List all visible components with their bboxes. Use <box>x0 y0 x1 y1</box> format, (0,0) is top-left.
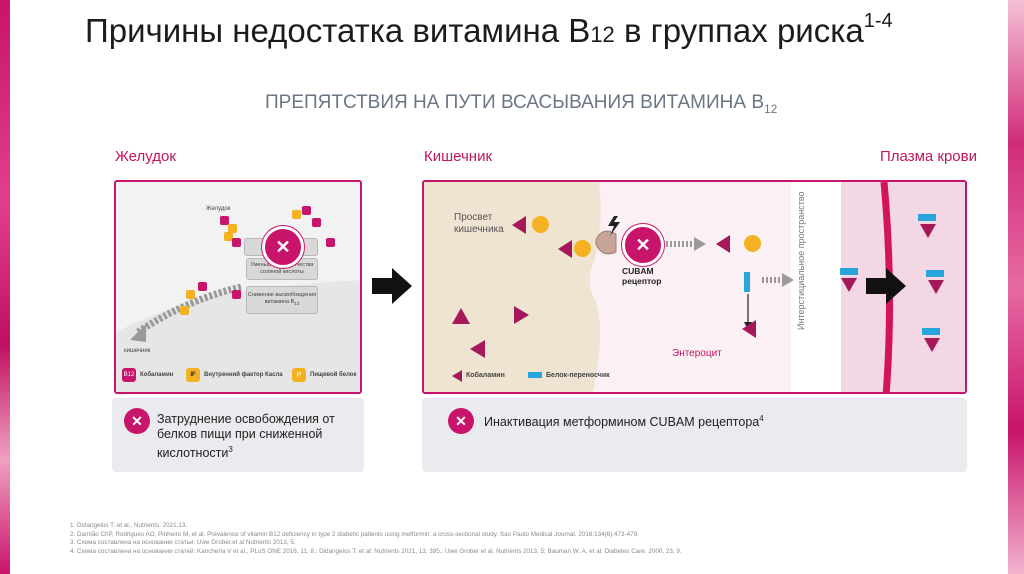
cobalamin-triangle <box>512 216 526 234</box>
block-x-icon-info1: ✕ <box>124 408 150 434</box>
info-box-stomach <box>112 398 364 472</box>
b12-molecule-icon <box>302 206 311 215</box>
cobalamin-triangle <box>558 240 572 258</box>
carrier-protein-bar <box>840 268 858 275</box>
intrinsic-factor-circle <box>574 240 591 257</box>
legend-cobalamin: Кобаламин <box>140 372 174 378</box>
food-protein-legend-icon: P <box>292 368 306 382</box>
arrow-right-icon <box>866 268 906 304</box>
info-box-intestine <box>422 398 967 472</box>
column-header-plasma: Плазма крови <box>880 148 978 165</box>
block-x-icon-cubam: ✕ <box>622 224 664 266</box>
legend-cobalamin-icon <box>452 370 462 382</box>
carrier-protein-bar <box>918 214 936 221</box>
protein-icon <box>228 224 237 233</box>
b12-molecule-icon <box>326 238 335 247</box>
reference-item: 3. Схема составлена на основании статьи:… <box>70 539 296 546</box>
stomach-illustration <box>116 182 360 392</box>
reference-item: 1. Didangelos T. et al., Nutrients. 2021… <box>70 522 188 529</box>
box-less-release: Снижение высвобождения витамина B12 <box>246 286 318 314</box>
cobalamin-triangle <box>452 308 470 324</box>
legend-carrier-icon <box>528 372 542 378</box>
info-text-stomach: Затруднение освобождения от белков пищи … <box>157 412 335 461</box>
cobalamin-triangle <box>920 224 936 238</box>
b12-molecule-icon <box>198 282 207 291</box>
reference-item: 4. Схема составлена на основании статей:… <box>70 547 682 555</box>
intestine-label-small: кишечник <box>124 348 151 354</box>
reference-item: 2. Damião ChP, Rodrigues AO, Pinheiro M,… <box>70 530 639 538</box>
stomach-label: Желудок <box>206 206 231 212</box>
carrier-protein-bar <box>926 270 944 277</box>
b12-molecule-icon <box>232 290 241 299</box>
interstitial-label: Интерстициальное пространство <box>796 191 806 330</box>
cobalamin-triangle <box>716 235 730 253</box>
column-header-intestine: Кишечник <box>424 148 493 165</box>
info-text-intestine: Инактивация метформином CUBAM рецептора4 <box>484 414 764 430</box>
carrier-protein-bar <box>744 272 750 292</box>
column-header-stomach: Желудок <box>115 148 176 165</box>
cobalamin-triangle <box>742 320 756 338</box>
legend-intrinsic-factor: Внутренний фактор Касла <box>204 372 283 378</box>
protein-icon <box>186 290 195 299</box>
left-brush-decoration <box>0 0 10 574</box>
diagram-subtitle: ПРЕПЯТСТВИЯ НА ПУТИ ВСАСЫВАНИЯ ВИТАМИНА … <box>265 92 778 116</box>
cobalamin-triangle <box>470 340 485 358</box>
cobalamin-triangle <box>928 280 944 294</box>
block-x-icon-stomach: ✕ <box>262 226 304 268</box>
intrinsic-factor-circle <box>532 216 549 233</box>
carrier-protein-bar <box>922 328 940 335</box>
cobalamin-triangle <box>514 306 529 324</box>
b12-molecule-icon <box>220 216 229 225</box>
legend-carrier: Белок-переносчик <box>546 372 610 379</box>
b12-molecule-icon <box>232 238 241 247</box>
legend-cobalamin-intestine: Кобаламин <box>466 372 505 379</box>
protein-icon <box>224 232 233 241</box>
block-x-icon-info2: ✕ <box>448 408 474 434</box>
protein-icon <box>292 210 301 219</box>
cubam-label: CUBAM рецептор <box>622 266 662 286</box>
intrinsic-factor-legend-icon: IF <box>186 368 200 382</box>
page-title: Причины недостатка витамина B12 в группа… <box>85 10 893 49</box>
right-brush-decoration <box>1008 0 1024 574</box>
references: 1. Didangelos T. et al., Nutrients. 2021… <box>70 522 682 556</box>
intrinsic-factor-circle <box>744 235 761 252</box>
protein-icon <box>180 306 189 315</box>
cobalamin-triangle <box>924 338 940 352</box>
arrow-right-icon <box>372 268 412 304</box>
intestine-panel: Просвет кишечника ✕ CUBAM рецептор Энтер… <box>422 180 967 394</box>
lumen-label: Просвет кишечника <box>454 212 504 235</box>
b12-legend-icon: B12 <box>122 368 136 382</box>
cobalamin-triangle <box>841 278 857 292</box>
legend-food-protein: Пищевой белок <box>310 372 357 378</box>
b12-molecule-icon <box>312 218 321 227</box>
enterocyte-label: Энтероцит <box>672 348 722 359</box>
stomach-panel: Желудок кишечник Уменьшение количества с… <box>114 180 362 394</box>
